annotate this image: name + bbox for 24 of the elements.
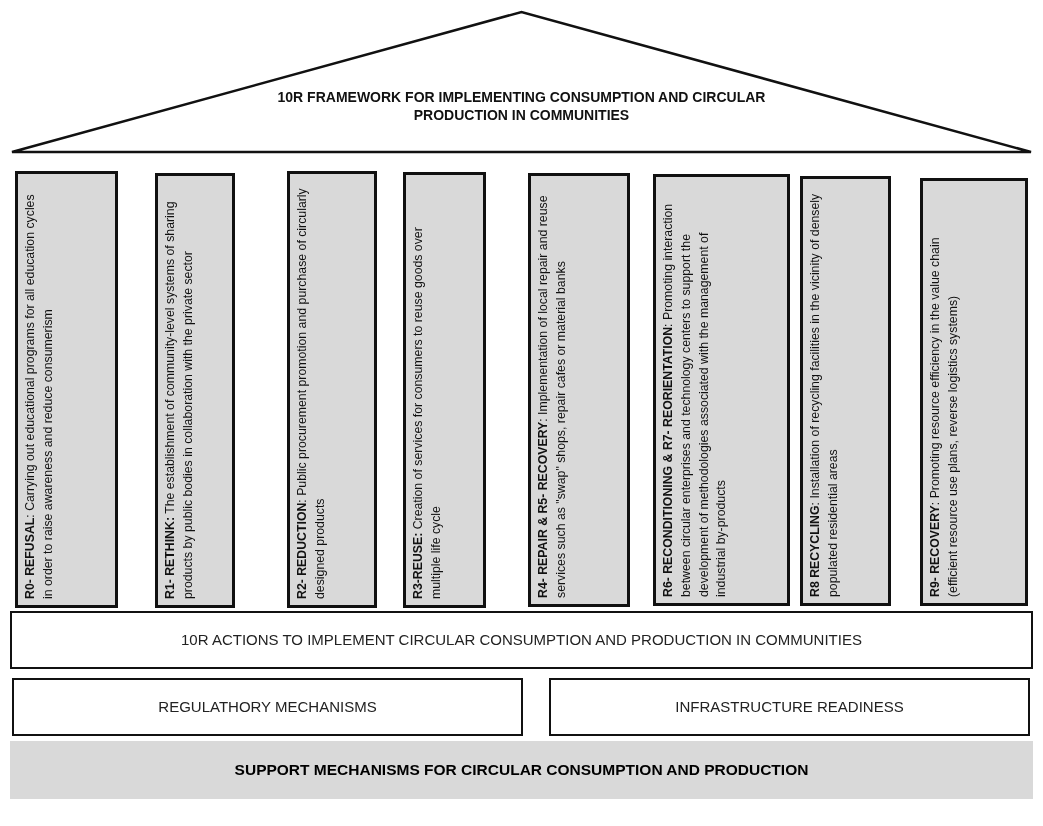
pillar-description: R3-REUSE: Creation of services for consumers to reuse goods over multiple life cycle — [410, 226, 444, 601]
framework-title: 10R FRAMEWORK FOR IMPLEMENTING CONSUMPTION AND CIRCULAR PRODUCTION IN COMMUNITIES — [276, 88, 767, 125]
band-label: 10R ACTIONS TO IMPLEMENT CIRCULAR CONSUMPTION AND PRODUCTION IN COMMUNITIES — [180, 630, 863, 650]
pillar-box — [653, 174, 790, 606]
actions-band — [10, 611, 1033, 669]
readiness-box — [549, 678, 1030, 736]
pillar-box — [15, 171, 118, 608]
pillar-box — [800, 176, 891, 606]
band-label: INFRASTRUCTURE READINESS — [674, 697, 905, 717]
pillar-box — [528, 173, 630, 607]
pillar-description: R6- RECONDITIONING & R7- REORIENTATION: Promoting interaction between circular enterprises and technology centers to support the development of methodologies associated with the management of industrial by-products — [660, 202, 730, 599]
pillar-box — [287, 171, 377, 608]
pillar-description: R9- RECOVERY: Promoting resource efficiency in the value chain (efficient resource use plans, reverse logistics systems) — [927, 236, 961, 599]
band-label: REGULATHORY MECHANISMS — [157, 697, 378, 717]
band-heading: SUPPORT MECHANISMS FOR CIRCULAR CONSUMPTION AND PRODUCTION — [233, 760, 810, 780]
pillar-description: R8 RECYCLING: Installation of recycling facilities in the vicinity of densely populated residential areas — [807, 192, 841, 599]
pillar-box — [920, 178, 1028, 606]
pillar-description: R0- REFUSAL: Carrying out educational programs for all education cycles in order to raise awareness and reduce consumerism — [22, 193, 56, 601]
pillar-description: R2- REDUCTION: Public procurement promotion and purchase of circularly designed products — [294, 187, 328, 601]
support-band — [10, 741, 1033, 799]
pillar-box — [403, 172, 486, 608]
pillar-box — [155, 173, 235, 608]
mechanism-box — [12, 678, 523, 736]
pillar-description: R4- REPAIR & R5- RECOVERY: Implementation of local repair and reuse services such as "swap" shops, repair cafes or material banks — [535, 194, 569, 600]
